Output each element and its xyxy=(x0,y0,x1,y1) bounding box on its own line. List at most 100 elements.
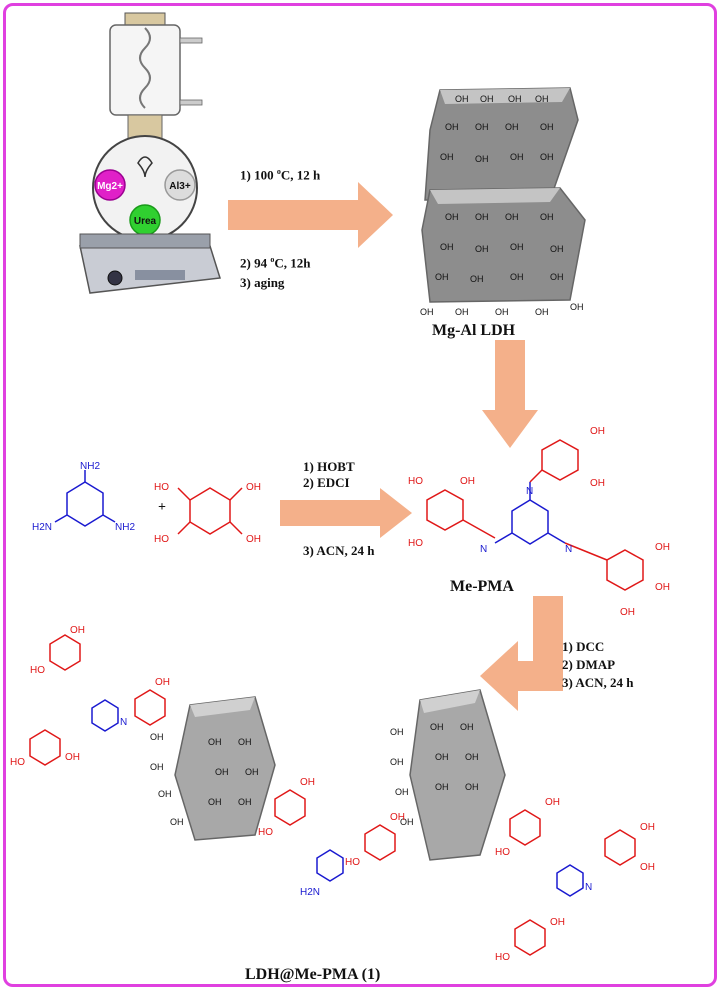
svg-text:OH: OH xyxy=(510,272,524,282)
mg-al-ldh-label: Mg-Al LDH xyxy=(432,322,516,339)
svg-text:N: N xyxy=(565,544,572,555)
svg-text:OH: OH xyxy=(620,607,635,618)
urea-label: Urea xyxy=(134,216,157,227)
svg-text:OH: OH xyxy=(475,154,489,164)
al-ion-label: Al3+ xyxy=(169,181,191,192)
svg-text:OH: OH xyxy=(440,152,454,162)
step1-condition-1: 1) 100 oC, 12 h xyxy=(240,167,321,183)
step2-condition-1: 1) HOBT xyxy=(303,459,355,474)
svg-text:OH: OH xyxy=(155,677,170,688)
svg-text:OH: OH xyxy=(150,762,164,772)
svg-text:NH2: NH2 xyxy=(80,461,100,472)
reaction-arrow-2 xyxy=(482,340,538,448)
svg-text:OH: OH xyxy=(390,727,404,737)
svg-text:OH: OH xyxy=(465,782,479,792)
svg-text:OH: OH xyxy=(540,212,554,222)
step2-condition-2: 2) EDCI xyxy=(303,475,350,490)
svg-text:OH: OH xyxy=(570,302,584,312)
mg-ion-label: Mg2+ xyxy=(97,181,123,192)
svg-text:OH: OH xyxy=(445,122,459,132)
svg-text:OH: OH xyxy=(65,752,80,763)
svg-text:HO: HO xyxy=(495,952,510,963)
melamine-structure: NH2 H2N NH2 xyxy=(32,461,135,533)
svg-text:OH: OH xyxy=(475,122,489,132)
me-pma-label: Me-PMA xyxy=(450,578,514,595)
step1-condition-2: 2) 94 oC, 12h xyxy=(240,255,311,271)
hydroxyl-group-labels: OH OH OH OH OH OH OH OH OH OH OH OH OH OH OH OH OH OH… xyxy=(420,94,584,317)
svg-text:OH: OH xyxy=(470,274,484,284)
svg-text:OH: OH xyxy=(505,122,519,132)
svg-text:OH: OH xyxy=(455,94,469,104)
svg-text:HO: HO xyxy=(30,665,45,676)
svg-text:OH: OH xyxy=(640,822,655,833)
svg-text:OH: OH xyxy=(238,797,252,807)
svg-text:OH: OH xyxy=(508,94,522,104)
reflux-apparatus-illustration: Mg2+ Al3+ Urea xyxy=(79,12,221,294)
svg-text:HO: HO xyxy=(408,476,423,487)
plus-sign: + xyxy=(158,500,166,515)
svg-text:OH: OH xyxy=(535,307,549,317)
svg-text:OH: OH xyxy=(495,307,509,317)
svg-text:OH: OH xyxy=(455,307,469,317)
svg-text:HO: HO xyxy=(154,482,169,493)
svg-text:HO: HO xyxy=(408,538,423,549)
svg-text:OH: OH xyxy=(540,152,554,162)
svg-text:OH: OH xyxy=(246,482,261,493)
svg-text:OH: OH xyxy=(475,244,489,254)
svg-text:HO: HO xyxy=(10,757,25,768)
svg-text:OH: OH xyxy=(655,542,670,553)
ldh-me-pma-label: LDH@Me-PMA (1) xyxy=(245,966,381,983)
me-pma-structure: N N N OH OH HO OH HO OH OH OH xyxy=(408,426,670,618)
svg-text:OH: OH xyxy=(435,272,449,282)
svg-text:OH: OH xyxy=(460,722,474,732)
svg-text:HO: HO xyxy=(154,534,169,545)
svg-text:OH: OH xyxy=(510,152,524,162)
reaction-arrow-4 xyxy=(480,596,563,711)
svg-text:OH: OH xyxy=(550,917,565,928)
svg-text:OH: OH xyxy=(390,757,404,767)
svg-text:OH: OH xyxy=(430,722,444,732)
svg-text:OH: OH xyxy=(505,212,519,222)
svg-text:N: N xyxy=(120,717,127,728)
svg-text:H2N: H2N xyxy=(32,522,52,533)
svg-text:OH: OH xyxy=(640,862,655,873)
svg-text:OH: OH xyxy=(158,789,172,799)
svg-text:OH: OH xyxy=(300,777,315,788)
svg-text:N: N xyxy=(585,882,592,893)
svg-text:OH: OH xyxy=(435,782,449,792)
svg-text:OH: OH xyxy=(150,732,164,742)
svg-text:N: N xyxy=(480,544,487,555)
svg-text:OH: OH xyxy=(445,212,459,222)
svg-text:OH: OH xyxy=(510,242,524,252)
svg-text:OH: OH xyxy=(238,737,252,747)
svg-text:OH: OH xyxy=(208,797,222,807)
svg-text:OH: OH xyxy=(545,797,560,808)
svg-text:OH: OH xyxy=(208,737,222,747)
step3-condition-3: 3) ACN, 24 h xyxy=(562,675,634,690)
svg-text:OH: OH xyxy=(590,426,605,437)
svg-text:HO: HO xyxy=(495,847,510,858)
svg-text:OH: OH xyxy=(390,812,405,823)
step2-condition-3: 3) ACN, 24 h xyxy=(303,543,375,558)
svg-text:OH: OH xyxy=(245,767,259,777)
svg-text:OH: OH xyxy=(440,242,454,252)
step3-condition-1: 1) DCC xyxy=(562,639,605,654)
svg-text:HO: HO xyxy=(345,857,360,868)
svg-text:OH: OH xyxy=(535,94,549,104)
svg-text:OH: OH xyxy=(475,212,489,222)
mg-al-ldh-illustration: OH OH OH OH OH OH OH OH OH OH OH OH OH OH OH OH OH OH… xyxy=(420,87,586,317)
svg-text:OH: OH xyxy=(655,582,670,593)
svg-text:OH: OH xyxy=(246,534,261,545)
svg-text:OH: OH xyxy=(550,272,564,282)
pyromellitic-acid-structure: HO OH HO OH xyxy=(154,482,261,545)
svg-text:OH: OH xyxy=(460,476,475,487)
svg-text:OH: OH xyxy=(435,752,449,762)
svg-text:OH: OH xyxy=(465,752,479,762)
svg-text:OH: OH xyxy=(480,94,494,104)
svg-text:OH: OH xyxy=(170,817,184,827)
svg-text:NH2: NH2 xyxy=(115,522,135,533)
svg-text:OH: OH xyxy=(215,767,229,777)
figure-frame xyxy=(3,3,717,987)
step3-condition-2: 2) DMAP xyxy=(562,657,616,672)
